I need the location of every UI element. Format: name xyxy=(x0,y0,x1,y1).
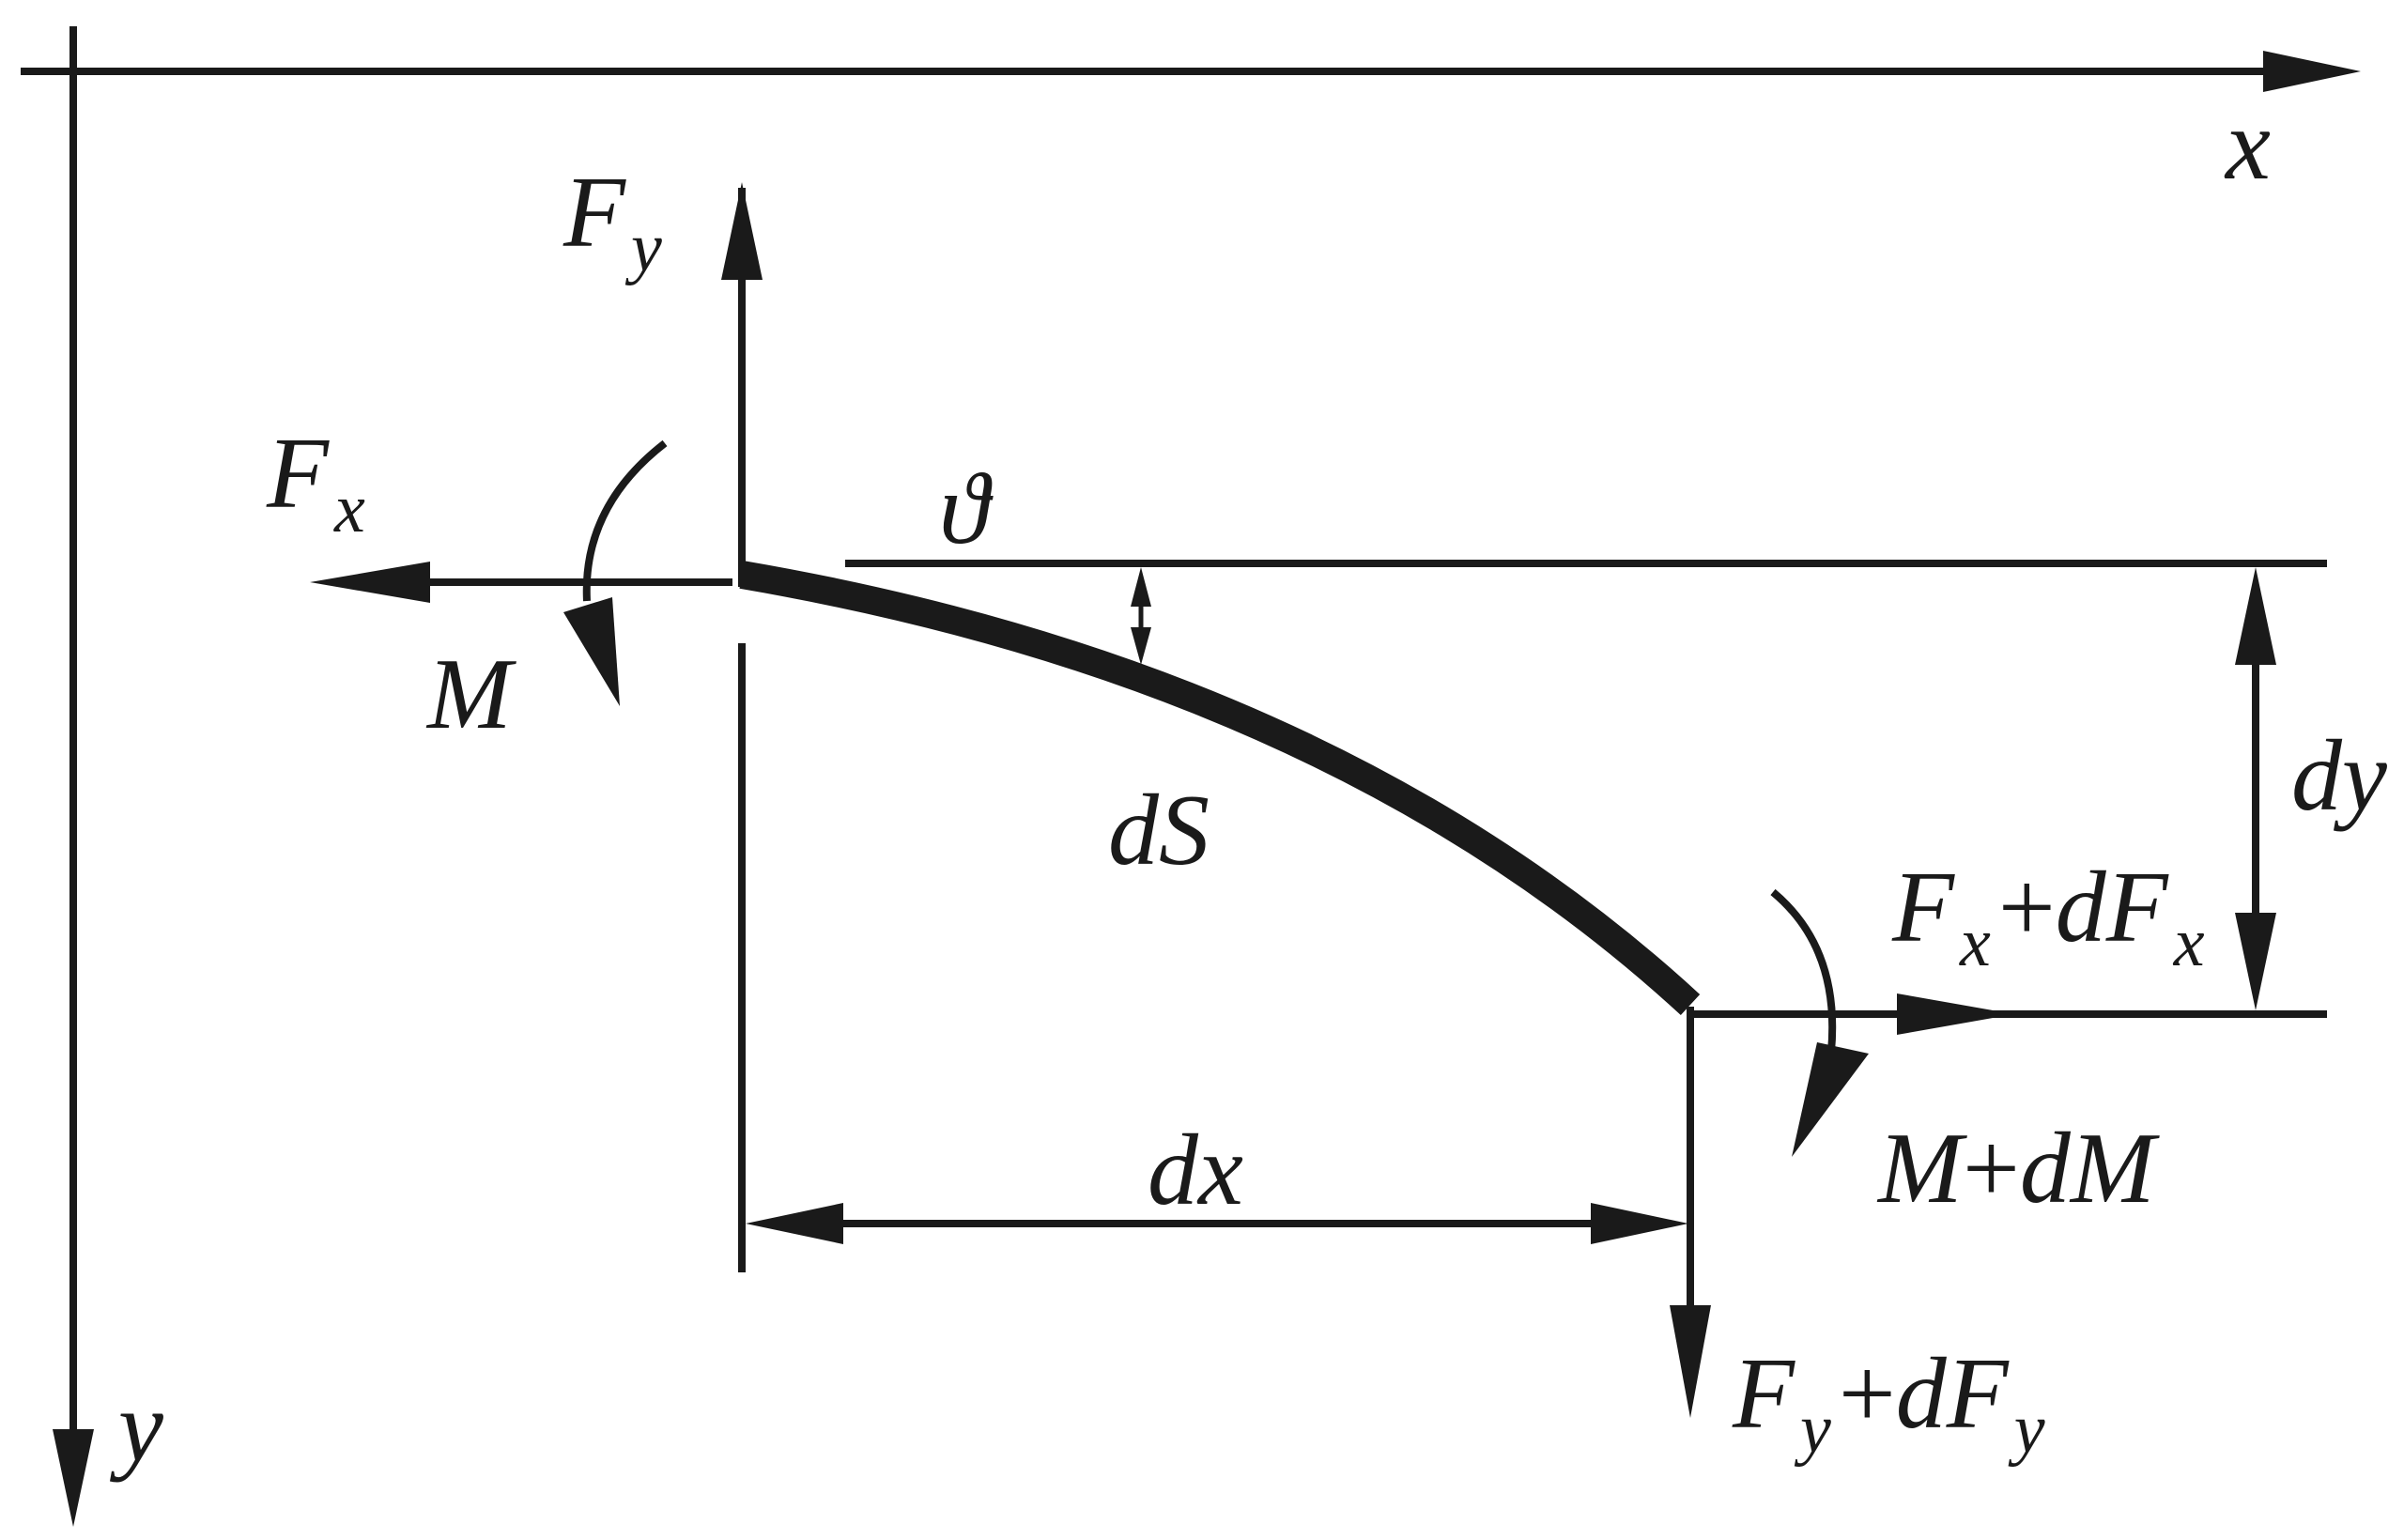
moment-dm-arrowhead xyxy=(1792,1042,1869,1157)
fx-arrowhead xyxy=(310,562,430,603)
fx-dfx-subscript-2: x xyxy=(2173,904,2205,981)
y-axis-arrowhead xyxy=(53,1429,94,1527)
moment-dm-label: M+dM xyxy=(1876,1113,2160,1224)
x-axis-arrowhead xyxy=(2263,51,2361,92)
angle-label: ϑ xyxy=(939,454,994,565)
dx-arrowhead-left xyxy=(746,1203,843,1244)
dx-label: dx xyxy=(1148,1115,1243,1226)
moment-dm-plus: + xyxy=(1963,1113,2020,1224)
fx-subscript: x xyxy=(333,470,365,547)
moment-dm-a: M xyxy=(1876,1113,1967,1224)
left-end-lines xyxy=(738,188,2327,1272)
fx-dfx-arrowhead xyxy=(1897,993,2014,1035)
fx-label: Fx xyxy=(266,418,365,547)
coordinate-axes xyxy=(21,26,2361,1527)
fx-dfx-subscript: x xyxy=(1959,904,1991,981)
fy-label: Fy xyxy=(562,157,662,286)
dy-arrowhead-bottom xyxy=(2235,913,2276,1010)
fx-dfx-d: dF xyxy=(2056,852,2169,963)
fy-arrowhead xyxy=(721,182,763,280)
dy-label: dy xyxy=(2291,720,2387,832)
fx-dfx-main: F xyxy=(1891,852,1955,963)
dy-arrowhead-top xyxy=(2235,567,2276,665)
fy-subscript: y xyxy=(624,209,662,286)
angle-arrowhead-up xyxy=(1131,567,1151,607)
fy-dfy-d: dF xyxy=(1896,1338,2010,1450)
fy-dfy-main: F xyxy=(1732,1338,1795,1450)
fy-dfy-subscript: y xyxy=(1794,1391,1831,1468)
fy-dfy-label: Fy+dFy xyxy=(1732,1338,2045,1468)
moment-dm-arc xyxy=(1770,888,1837,1053)
moment-dm-b: dM xyxy=(2020,1113,2160,1224)
moment-label: M xyxy=(425,639,516,750)
y-axis-label: y xyxy=(109,1371,163,1483)
fy-dfy-plus: + xyxy=(1839,1338,1896,1450)
fy-main: F xyxy=(562,157,626,269)
x-axis-label: x xyxy=(2224,89,2271,201)
fx-main: F xyxy=(266,418,330,530)
arc-length-label: dS xyxy=(1108,775,1210,886)
fx-dfx-label: Fx+dFx xyxy=(1891,852,2205,981)
fx-dfx-plus: + xyxy=(1998,852,2056,963)
fy-dfy-arrowhead xyxy=(1670,1305,1711,1418)
moment-arc xyxy=(582,439,668,602)
moment-arrowhead xyxy=(563,597,620,706)
angle-arrowhead-down xyxy=(1131,627,1151,665)
dx-arrowhead-right xyxy=(1591,1203,1688,1244)
fy-dfy-subscript-2: y xyxy=(2008,1391,2045,1468)
beam-element-curve xyxy=(739,561,1701,1016)
